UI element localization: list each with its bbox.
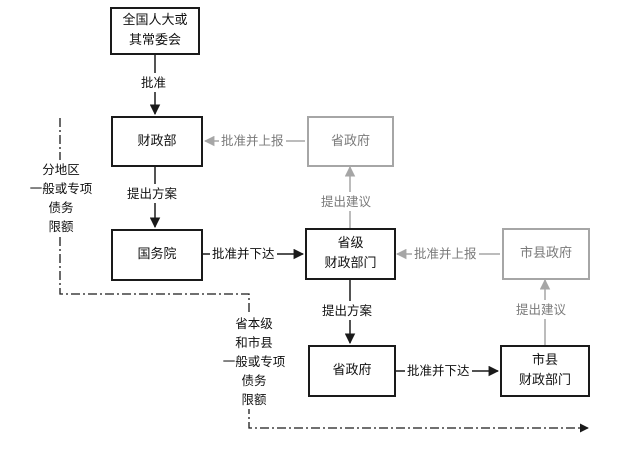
edge-label-suggest-1: 提出建议 xyxy=(319,192,374,211)
side-label-regional-quota: 分地区 一般或专项 债务 限额 xyxy=(21,160,101,236)
edge-label-suggest-2: 提出建议 xyxy=(514,300,569,319)
quota-boundary-regional xyxy=(59,118,589,433)
edge-label-submit-plan-1: 提出方案 xyxy=(125,184,180,203)
edge-label-approve-report-2: 批准并上报 xyxy=(412,244,479,263)
edge-label-approve-report-1: 批准并上报 xyxy=(219,131,286,150)
node-npc: 全国人大或 其常委会 xyxy=(110,7,200,55)
node-provincial-finance-dept: 省级 财政部门 xyxy=(305,228,396,280)
edge-label-approve-issue-1: 批准并下达 xyxy=(210,244,277,263)
node-city-county-government: 市县政府 xyxy=(502,228,590,280)
node-ministry-of-finance: 财政部 xyxy=(111,116,203,167)
edge-label-approve-issue-2: 批准并下达 xyxy=(405,361,472,380)
node-provincial-government-top: 省政府 xyxy=(307,116,394,167)
node-state-council: 国务院 xyxy=(111,229,203,281)
node-city-county-finance-dept: 市县 财政部门 xyxy=(500,345,590,397)
edge-label-approve: 批准 xyxy=(139,73,169,92)
node-provincial-government: 省政府 xyxy=(308,345,396,397)
side-label-provincial-quota: 省本级 和市县 一般或专项 债务 限额 xyxy=(214,314,294,409)
edge-label-submit-plan-2: 提出方案 xyxy=(320,301,375,320)
